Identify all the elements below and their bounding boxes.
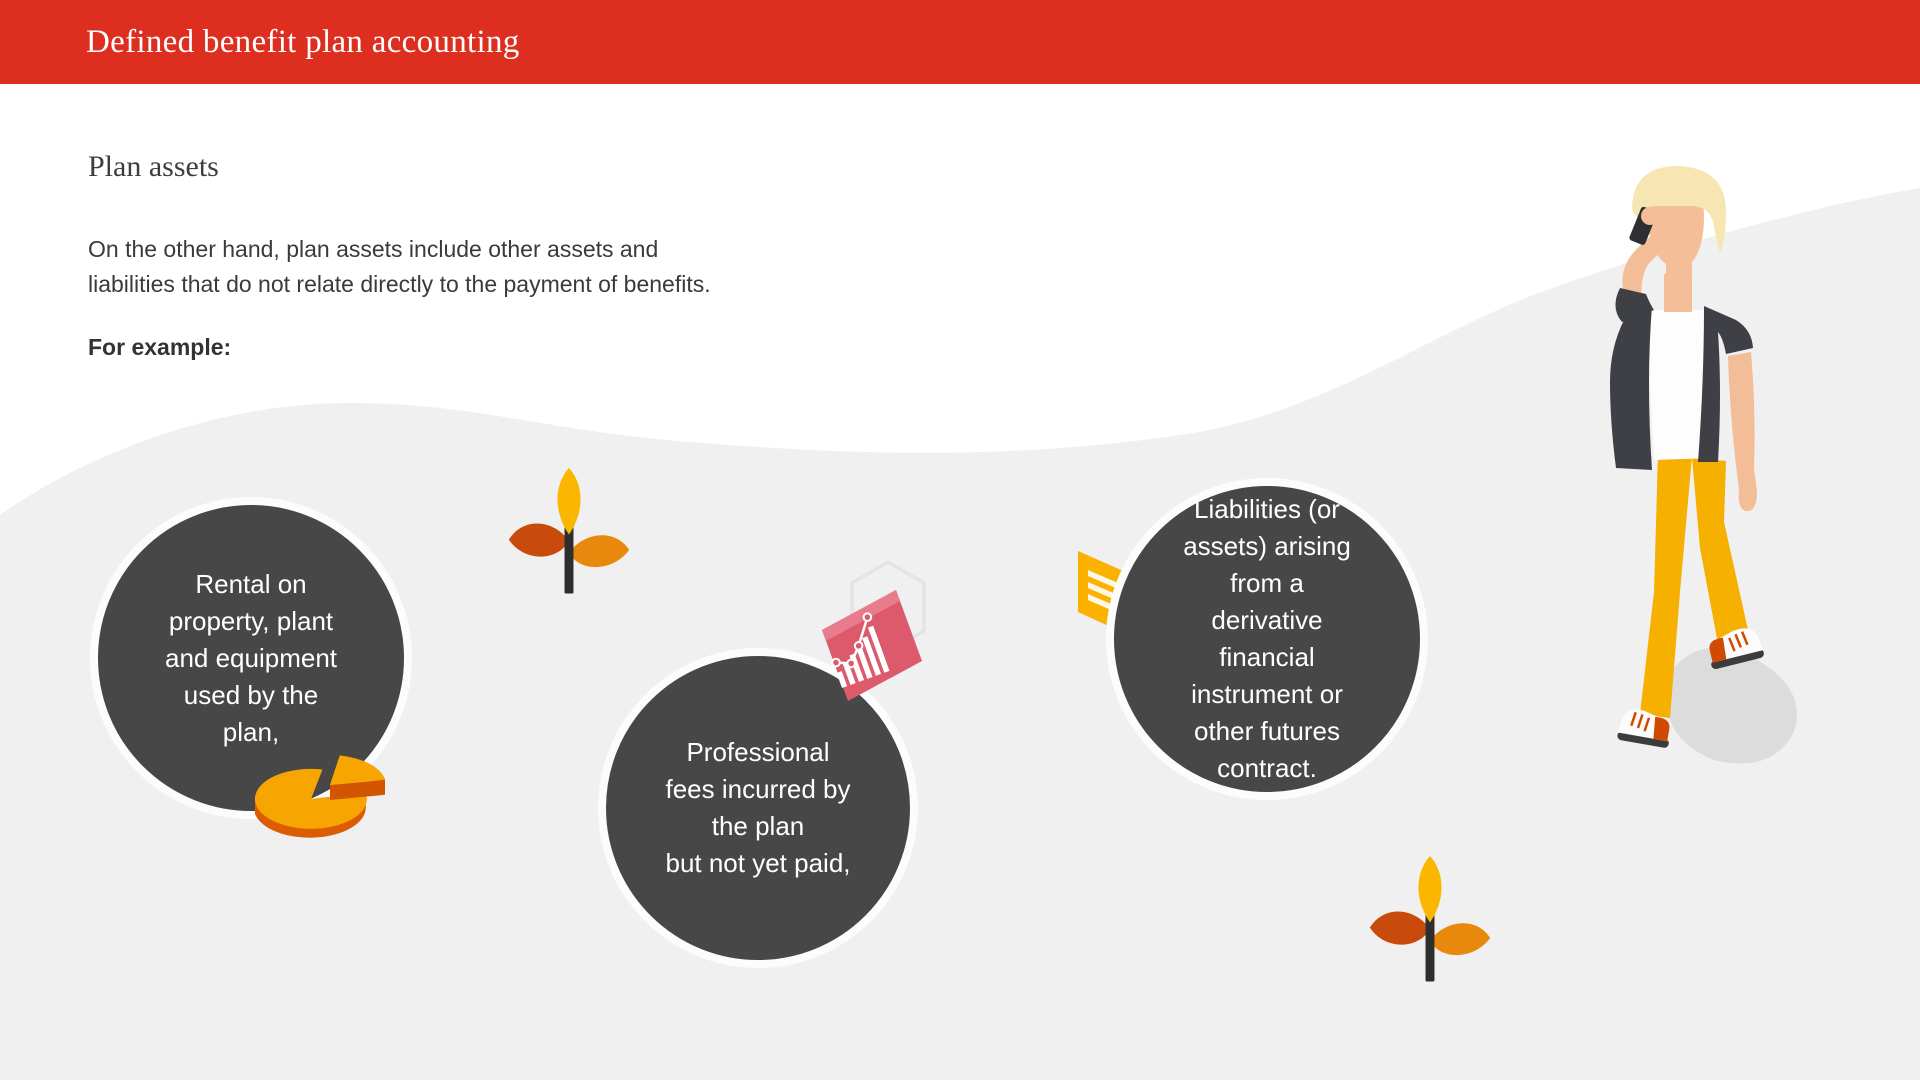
pie-chart-3d-icon xyxy=(254,755,385,838)
example-bubble-derivatives: Liabilities (or assets) arising from a d… xyxy=(1106,478,1428,800)
person-on-phone-illustration xyxy=(1610,166,1797,764)
for-example-label: For example: xyxy=(88,334,232,360)
plant-sprout-right-icon xyxy=(1369,856,1491,982)
example-bubble-fees: Professional fees incurred by the plan b… xyxy=(598,648,918,968)
intro-paragraph: On the other hand, plan assets include o… xyxy=(88,236,711,297)
section-title: Plan assets xyxy=(88,150,219,183)
page-title: Defined benefit plan accounting xyxy=(86,23,520,60)
header-bar: Defined benefit plan accounting xyxy=(0,0,1920,84)
plant-sprout-left-icon xyxy=(508,468,630,594)
bubble-text: Professional fees incurred by the plan b… xyxy=(665,737,851,878)
bar-line-chart-card-icon xyxy=(822,559,926,701)
bubble-text: Rental on property, plant and equipment … xyxy=(164,568,338,747)
bubble-text: Liabilities (or assets) arising from a d… xyxy=(1183,494,1351,783)
